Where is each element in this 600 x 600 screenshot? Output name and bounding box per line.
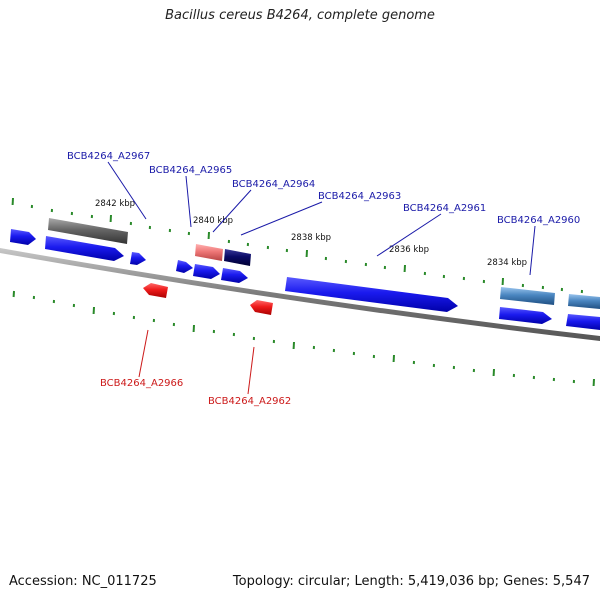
- label-leaders: [107, 161, 536, 395]
- tick-label-2836: 2836 kbp: [389, 245, 429, 255]
- gene-feature-pink[interactable]: [195, 244, 223, 261]
- gene-feature-grey[interactable]: [48, 218, 128, 244]
- gene-labels: BCB4264_A2967 BCB4264_A2965 BCB4264_A296…: [67, 151, 580, 407]
- gene-arrow-minus-a2962[interactable]: [250, 300, 273, 315]
- gene-arrow-plus-8[interactable]: [499, 307, 552, 324]
- tick-label-2838: 2838 kbp: [291, 233, 331, 243]
- gene-feature-navy[interactable]: [224, 249, 251, 266]
- gene-label-a2963[interactable]: BCB4264_A2963: [318, 191, 401, 202]
- map-title: Bacillus cereus B4264, complete genome: [165, 8, 435, 23]
- gene-label-a2966[interactable]: BCB4264_A2966: [100, 378, 183, 389]
- gene-feature-steel-1[interactable]: [500, 287, 555, 305]
- outer-track-features: [48, 218, 600, 309]
- tick-label-2834: 2834 kbp: [487, 258, 527, 268]
- gene-arrow-plus-9[interactable]: [566, 314, 600, 330]
- tick-row-outer: [11, 197, 583, 294]
- tick-labels: 2842 kbp 2840 kbp 2838 kbp 2836 kbp 2834…: [95, 199, 527, 268]
- gene-arrow-plus-5[interactable]: [193, 264, 220, 279]
- tick-label-2840: 2840 kbp: [193, 216, 233, 226]
- gene-arrow-minus-a2966[interactable]: [143, 283, 168, 298]
- gene-label-a2962[interactable]: BCB4264_A2962: [208, 396, 291, 407]
- gene-arrow-plus-2[interactable]: [45, 236, 124, 261]
- genome-backbone: [0, 248, 600, 341]
- gene-label-a2965[interactable]: BCB4264_A2965: [149, 165, 232, 176]
- gene-arrow-plus-4[interactable]: [176, 260, 193, 273]
- gene-label-a2960[interactable]: BCB4264_A2960: [497, 215, 580, 226]
- gene-label-a2967[interactable]: BCB4264_A2967: [67, 151, 150, 162]
- gene-arrow-plus-3[interactable]: [130, 252, 146, 265]
- tick-label-2842: 2842 kbp: [95, 199, 135, 209]
- accession-text: Accession: NC_011725: [9, 574, 157, 589]
- gene-arrow-plus-6[interactable]: [221, 268, 248, 283]
- gene-label-a2964[interactable]: BCB4264_A2964: [232, 179, 315, 190]
- genome-stats-text: Topology: circular; Length: 5,419,036 bp…: [232, 574, 590, 589]
- gene-label-a2961[interactable]: BCB4264_A2961: [403, 203, 486, 214]
- tick-row-inner: [12, 290, 595, 387]
- forward-strand-genes: [10, 229, 600, 330]
- gene-feature-steel-2[interactable]: [568, 294, 600, 309]
- gene-arrow-plus-7[interactable]: [285, 277, 458, 312]
- reverse-strand-genes: [143, 283, 273, 315]
- gene-arrow-plus-1[interactable]: [10, 229, 36, 245]
